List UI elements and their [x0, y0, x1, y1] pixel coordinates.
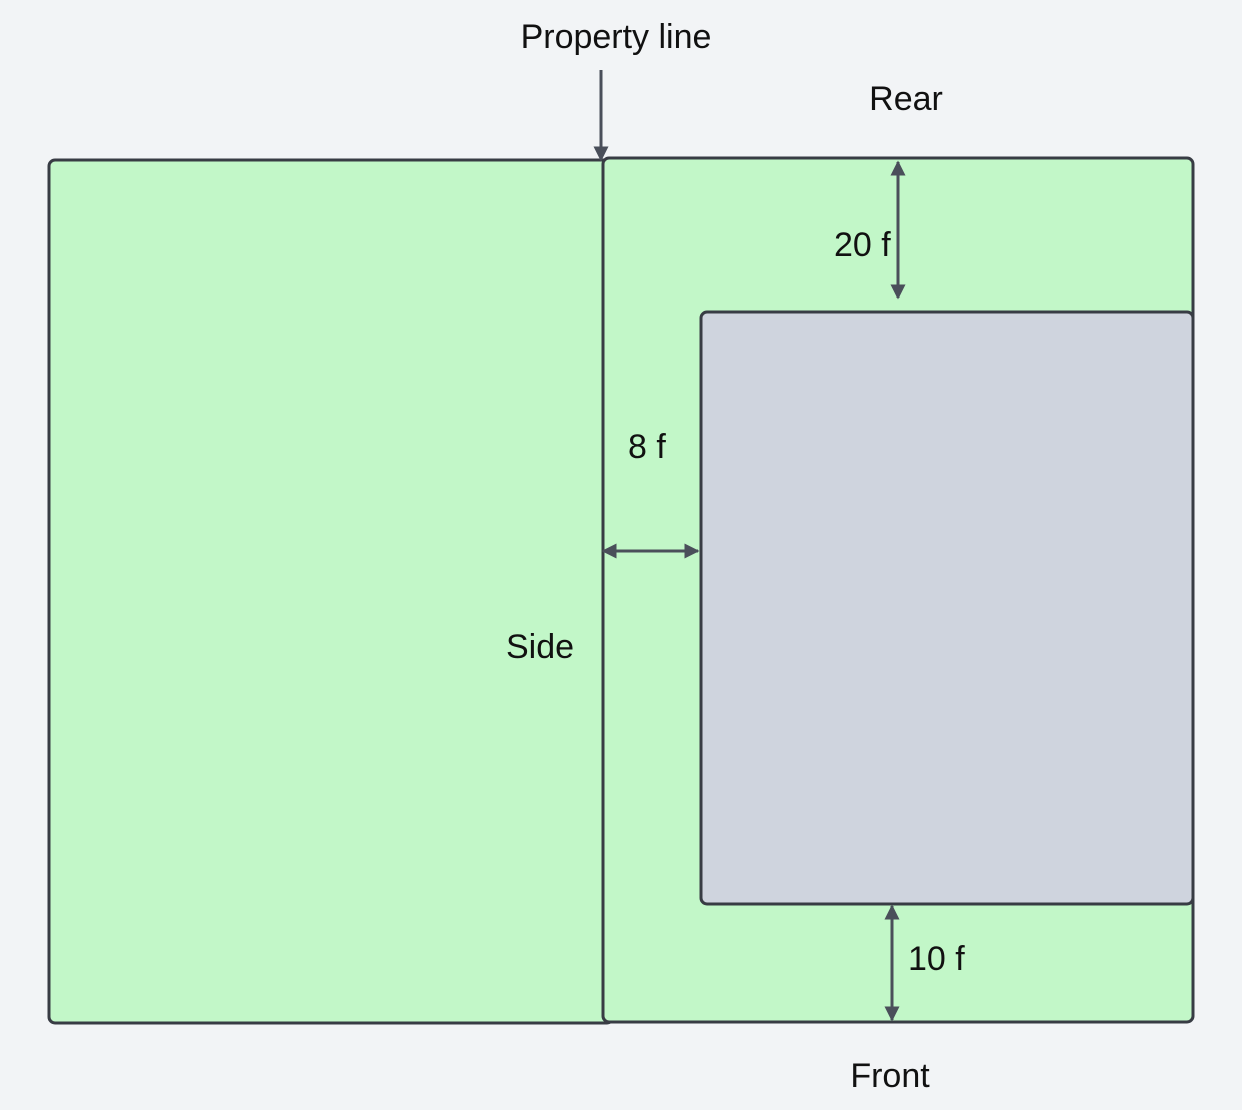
neighbor-lot: [47, 158, 615, 1025]
rear-label: Rear: [869, 80, 943, 118]
front-setback-value: 10 f: [908, 940, 965, 978]
rear-setback-value: 20 f: [834, 226, 891, 264]
front-label: Front: [850, 1057, 930, 1095]
building-footprint: [699, 310, 1195, 906]
property-line-label: Property line: [521, 18, 712, 56]
side-label: Side: [506, 628, 574, 666]
side-setback-value: 8 f: [628, 428, 666, 466]
